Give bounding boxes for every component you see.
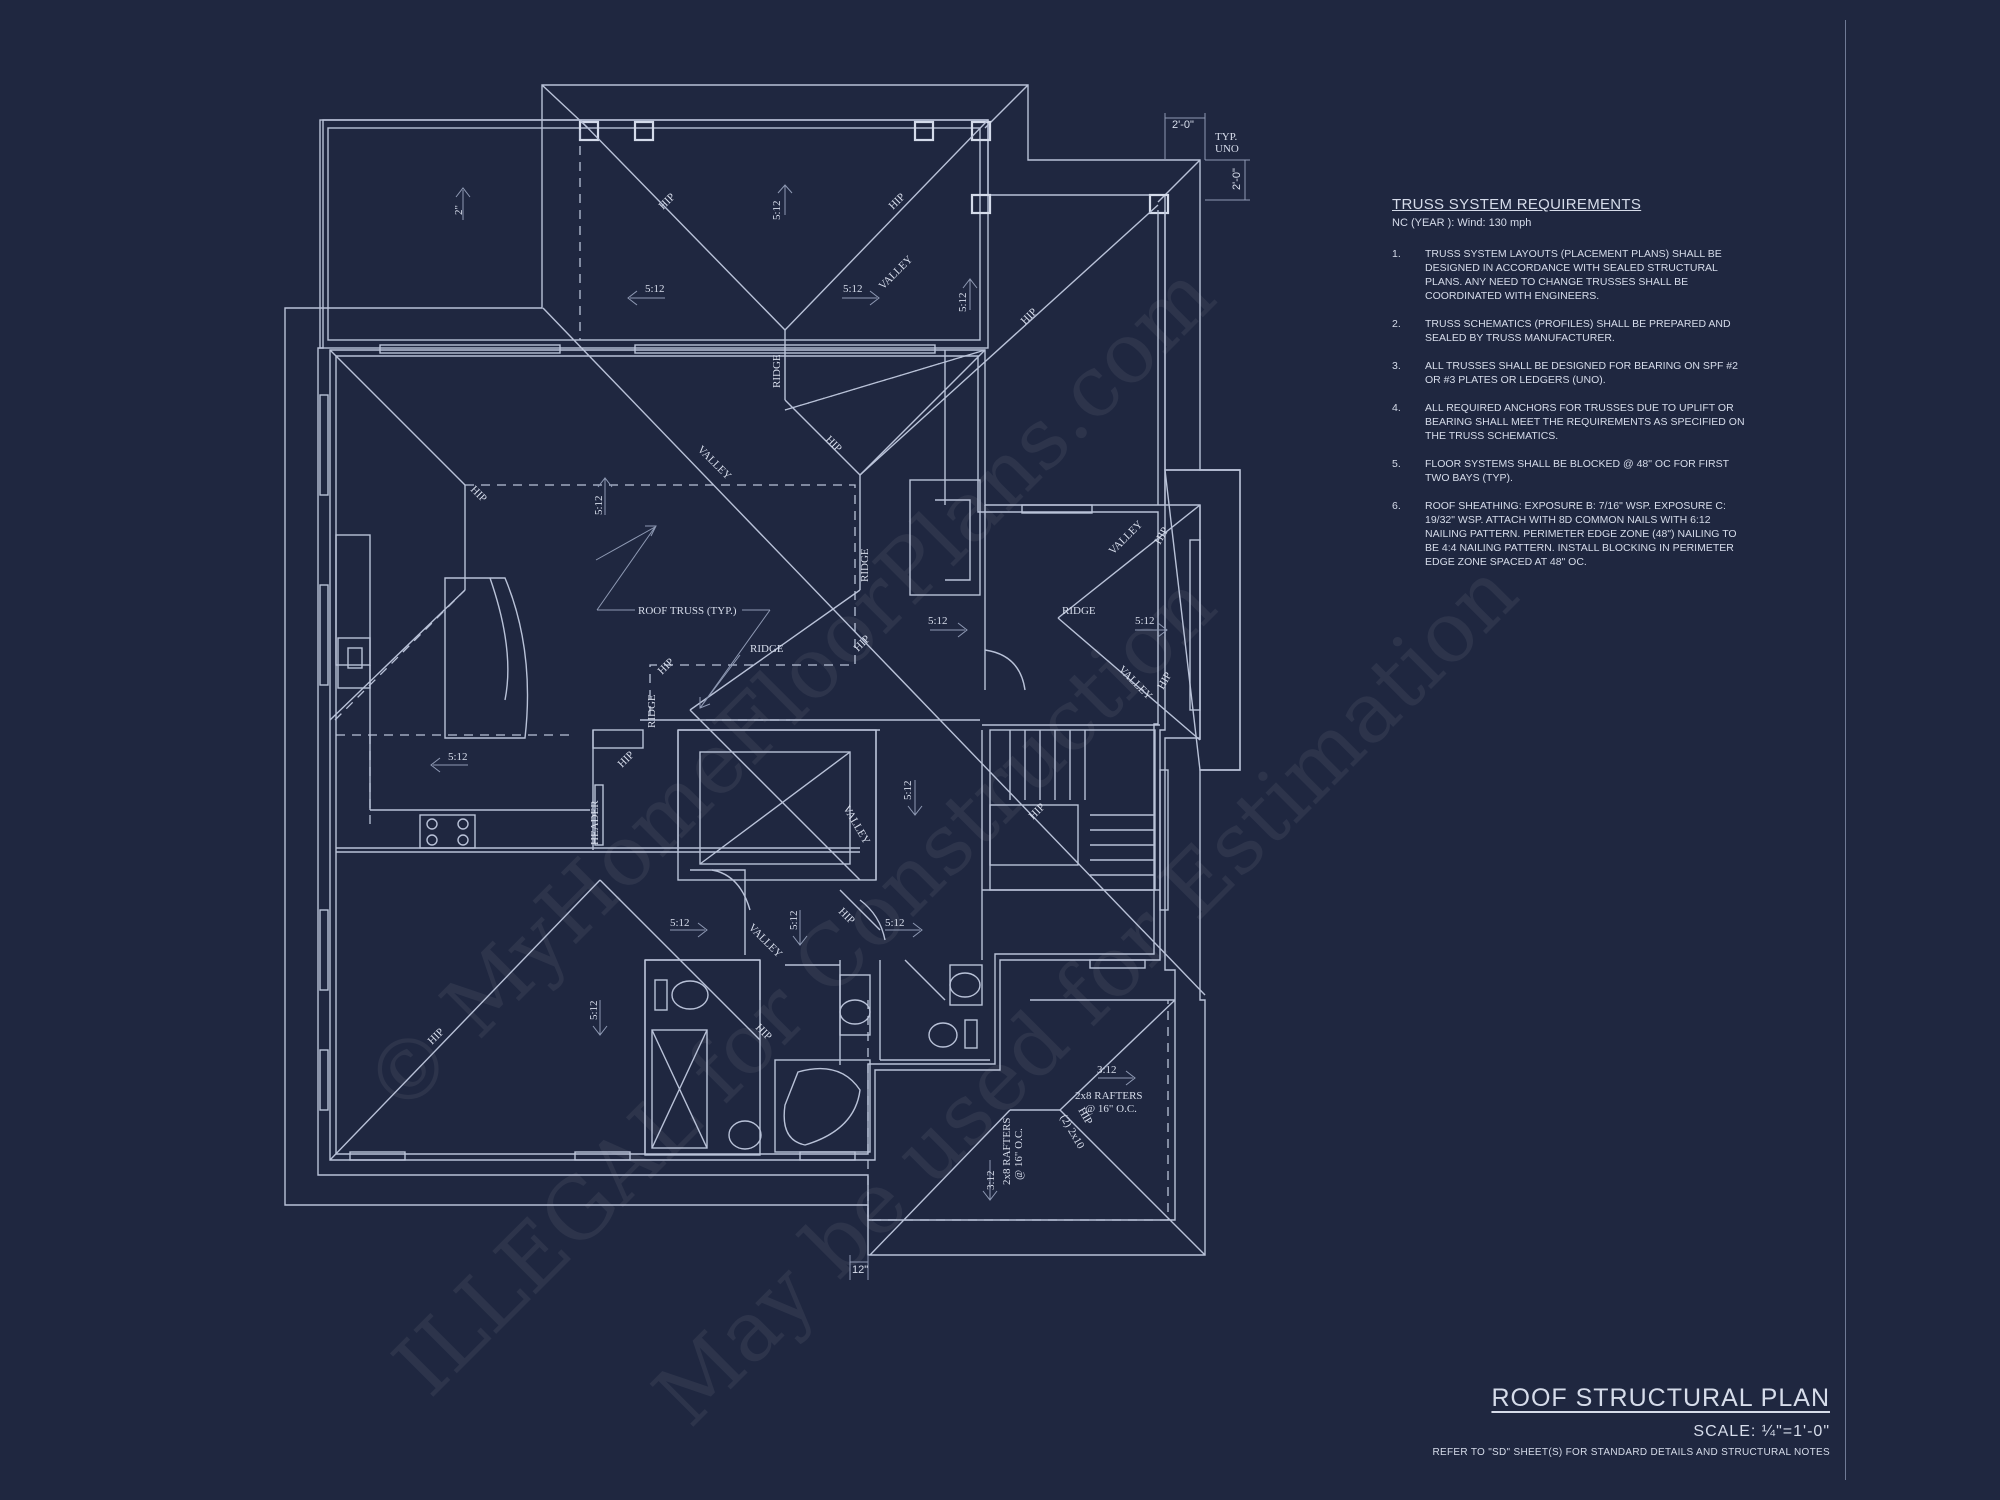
pitch-arrows: 5:12 5:12 5:12 5:12 5:12 5:12 5:12 5:12 … xyxy=(430,184,1168,1201)
roof-truss-label: ROOF TRUSS (TYP.) xyxy=(638,605,737,617)
hip-label: HIP xyxy=(657,191,678,212)
truss-note-text: FLOOR SYSTEMS SHALL BE BLOCKED @ 48" OC … xyxy=(1425,458,1729,484)
hip-label: HIP xyxy=(656,656,677,677)
dim-2-0-side: 2'-0" xyxy=(1231,168,1243,190)
truss-note-number: 5. xyxy=(1392,458,1401,470)
pitch-arrow: 3:12 xyxy=(982,1160,998,1201)
hip-label: HIP xyxy=(1019,306,1040,327)
hip-label: HIP xyxy=(823,434,844,455)
dim-2-0-top: 2'-0" xyxy=(1172,119,1194,131)
truss-note-text: ROOF SHEATHING: EXPOSURE B: 7/16" WSP. E… xyxy=(1425,500,1737,568)
valley-label: VALLEY xyxy=(1107,518,1146,557)
truss-note-item: 6. ROOF SHEATHING: EXPOSURE B: 7/16" WSP.… xyxy=(1392,499,1752,569)
pitch-arrow: 5:12 xyxy=(842,283,880,306)
pitch-arrow: 5:12 xyxy=(885,917,923,938)
svg-text:5:12: 5:12 xyxy=(788,910,800,930)
watermark: © MyHomeFloorPlans.com ILLEGAL for Const… xyxy=(345,246,1536,1444)
truss-note-item: 1. TRUSS SYSTEM LAYOUTS (PLACEMENT PLANS)… xyxy=(1392,247,1752,303)
truss-note-text: TRUSS SCHEMATICS (PROFILES) SHALL BE PRE… xyxy=(1425,318,1731,344)
truss-note-item: 5. FLOOR SYSTEMS SHALL BE BLOCKED @ 48" O… xyxy=(1392,457,1752,485)
pitch-arrow: 5:12 xyxy=(902,780,923,816)
pitch-arrow: 5:12 xyxy=(788,910,808,946)
ridge-label: RIDGE xyxy=(750,643,784,655)
svg-text:5:12: 5:12 xyxy=(588,1000,600,1020)
truss-note-number: 6. xyxy=(1392,500,1401,512)
hip-label: HIP xyxy=(616,749,637,770)
hip-label: HIP xyxy=(887,191,908,212)
svg-text:5:12: 5:12 xyxy=(645,283,665,295)
truss-note-number: 2. xyxy=(1392,318,1401,330)
truss-notes-title: TRUSS SYSTEM REQUIREMENTS xyxy=(1392,196,1642,213)
sheet-scale: SCALE: ¼"=1'-0" xyxy=(1693,1423,1830,1440)
uno-label: UNO xyxy=(1215,143,1239,155)
header-label: HEADER xyxy=(589,800,601,845)
dim-12: 12" xyxy=(852,1264,868,1276)
svg-text:3:12: 3:12 xyxy=(1097,1064,1117,1076)
dashed-lines xyxy=(334,130,1169,1221)
sheet-title: ROOF STRUCTURAL PLAN xyxy=(1491,1384,1830,1412)
truss-note-text: ALL REQUIRED ANCHORS FOR TRUSSES DUE TO … xyxy=(1425,402,1745,442)
pitch-arrow: 5:12 xyxy=(593,477,613,515)
right-wing xyxy=(1057,469,1241,771)
rafters-vert-1: 2x8 RAFTERS xyxy=(1001,1117,1013,1185)
two-inch-label: 2" xyxy=(453,205,465,215)
truss-note-text: ALL TRUSSES SHALL BE DESIGNED FOR BEARIN… xyxy=(1425,360,1738,386)
valley-label: VALLEY xyxy=(840,804,872,847)
truss-note-number: 3. xyxy=(1392,360,1401,372)
ridge-label: RIDGE xyxy=(1062,605,1096,617)
pitch-arrow: 5:12 xyxy=(928,615,968,638)
sheet-reference-note: REFER TO "SD" SHEET(S) FOR STANDARD DETA… xyxy=(1432,1447,1830,1458)
dimensions: 2'-0" TYP. UNO 2'-0" 12" xyxy=(849,113,1250,1280)
truss-notes: TRUSS SYSTEM REQUIREMENTS NC (YEAR ): Wi… xyxy=(1392,196,1752,583)
truss-note-item: 2. TRUSS SCHEMATICS (PROFILES) SHALL BE P… xyxy=(1392,317,1752,345)
sheet-border-line xyxy=(1845,20,1846,1480)
svg-text:5:12: 5:12 xyxy=(957,292,969,312)
master-closets xyxy=(677,729,877,881)
pitch-arrow xyxy=(455,187,471,220)
hip-label: HIP xyxy=(1152,525,1171,546)
svg-text:5:12: 5:12 xyxy=(885,917,905,929)
svg-text:5:12: 5:12 xyxy=(843,283,863,295)
svg-text:5:12: 5:12 xyxy=(771,200,783,220)
hip-label: HIP xyxy=(468,484,489,505)
svg-text:5:12: 5:12 xyxy=(902,780,914,800)
pitch-arrow: 5:12 xyxy=(771,184,793,220)
svg-text:5:12: 5:12 xyxy=(928,615,948,627)
truss-note-text: TRUSS SYSTEM LAYOUTS (PLACEMENT PLANS) S… xyxy=(1425,248,1722,302)
pitch-arrow xyxy=(595,525,657,561)
pitch-arrow: 5:12 xyxy=(430,751,468,773)
truss-notes-subtitle: NC (YEAR ): Wind: 130 mph xyxy=(1392,217,1532,229)
truss-note-number: 4. xyxy=(1392,402,1401,414)
valley-label: VALLEY xyxy=(695,444,734,483)
truss-note-item: 4. ALL REQUIRED ANCHORS FOR TRUSSES DUE T… xyxy=(1392,401,1752,443)
stairs xyxy=(984,649,1156,891)
svg-text:5:12: 5:12 xyxy=(1135,615,1155,627)
svg-text:5:12: 5:12 xyxy=(670,917,690,929)
bathrooms xyxy=(644,869,983,1156)
title-block: ROOF STRUCTURAL PLAN SCALE: ¼"=1'-0" REF… xyxy=(1433,1384,1830,1458)
typ-label: TYP. xyxy=(1215,131,1238,143)
truss-note-item: 3. ALL TRUSSES SHALL BE DESIGNED FOR BEAR… xyxy=(1392,359,1752,387)
rafters-label-2: @ 16" O.C. xyxy=(1085,1103,1137,1115)
rafters-label-1: 2x8 RAFTERS xyxy=(1075,1090,1143,1102)
svg-text:5:12: 5:12 xyxy=(593,495,605,515)
svg-text:5:12: 5:12 xyxy=(448,751,468,763)
pitch-arrow: 5:12 xyxy=(588,1000,608,1036)
ridge-label: RIDGE xyxy=(771,354,783,388)
pitch-arrow: 5:12 xyxy=(627,283,665,306)
rafters-vert-2: @ 16" O.C. xyxy=(1013,1128,1025,1180)
ridge-label: RIDGE xyxy=(646,694,658,728)
pitch-arrow: 5:12 xyxy=(957,278,978,312)
pitch-arrow: 5:12 xyxy=(670,917,708,938)
valley-label: VALLEY xyxy=(877,253,916,292)
pitch-arrow: 3:12 xyxy=(1097,1064,1136,1086)
upper-porch xyxy=(319,119,1170,505)
pitch-arrow: 5:12 xyxy=(1135,615,1168,638)
svg-text:3:12: 3:12 xyxy=(985,1170,997,1190)
truss-notes-list: 1. TRUSS SYSTEM LAYOUTS (PLACEMENT PLANS)… xyxy=(1392,247,1752,569)
ridge-label: RIDGE xyxy=(859,548,871,582)
truss-note-number: 1. xyxy=(1392,248,1401,260)
pitch-arrow xyxy=(699,654,741,709)
